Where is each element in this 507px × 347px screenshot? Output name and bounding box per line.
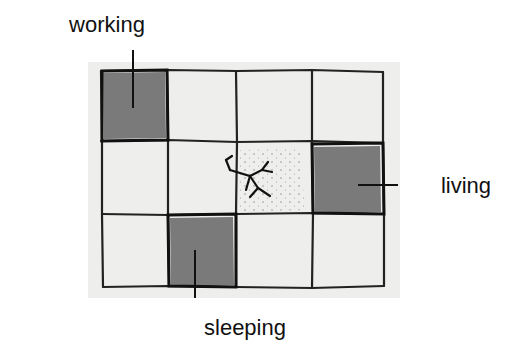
room-label: living bbox=[441, 174, 491, 198]
stipple bbox=[238, 148, 305, 212]
room-label: working bbox=[69, 13, 145, 37]
sleeping-cell bbox=[170, 217, 234, 286]
tree-symbol bbox=[226, 156, 272, 197]
working-cell bbox=[103, 72, 166, 139]
living-cell bbox=[314, 146, 381, 213]
cell-borders bbox=[102, 70, 384, 287]
room-label: sleeping bbox=[204, 316, 286, 340]
grid-lines bbox=[101, 70, 384, 288]
leader-lines bbox=[133, 50, 398, 298]
paper-ground bbox=[88, 62, 400, 298]
